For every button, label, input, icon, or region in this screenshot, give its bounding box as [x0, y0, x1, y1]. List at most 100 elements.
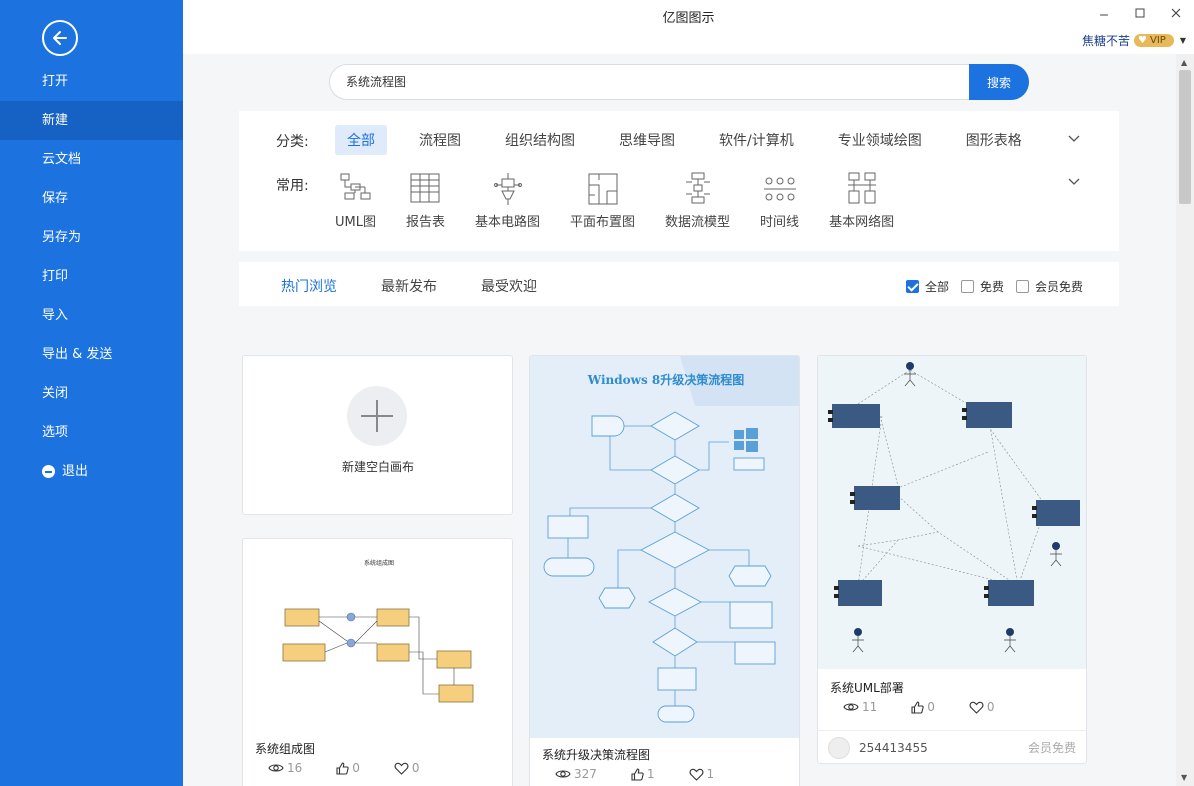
common-item-report[interactable]: 报告表	[406, 171, 445, 230]
template-title: 系统组成图	[255, 742, 316, 756]
menu-item-options[interactable]: 选项	[42, 425, 69, 440]
scroll-down-icon[interactable]: ▼	[1181, 773, 1188, 782]
floor-plan-icon	[588, 173, 618, 205]
sort-bar: 热门浏览 最新发布 最受欢迎 全部 免费 会员免费	[239, 262, 1119, 306]
template-title: 系统UML部署	[830, 681, 904, 695]
template-title: 系统升级决策流程图	[542, 748, 651, 762]
likes-stat[interactable]: 0	[336, 761, 360, 775]
checkbox[interactable]	[960, 280, 974, 293]
search-input[interactable]	[346, 74, 946, 88]
file-menu: 打开 新建 云文档 保存 另存为 打印 导入 导出 & 发送 关闭 选项 退出	[0, 62, 183, 491]
template-stats: 327 1 1	[555, 767, 714, 781]
category-tab-software[interactable]: 软件/计算机	[719, 133, 794, 149]
network-icon	[847, 172, 876, 204]
avatar[interactable]	[828, 736, 850, 759]
data-flow-icon	[685, 172, 710, 204]
checkbox-checked[interactable]	[905, 280, 919, 293]
template-thumbnail: 系统组成图	[282, 559, 474, 703]
common-item-data-flow[interactable]: 数据流模型	[665, 171, 730, 230]
heart-icon	[394, 762, 409, 775]
likes-stat[interactable]: 1	[631, 767, 655, 781]
menu-item-cloud-docs[interactable]: 云文档	[42, 152, 82, 167]
exit-icon	[42, 465, 55, 478]
close-icon[interactable]	[1168, 4, 1184, 22]
category-tab-tables[interactable]: 图形表格	[965, 133, 1022, 149]
new-blank-label: 新建空白画布	[341, 460, 414, 474]
common-item-timeline[interactable]: 时间线	[760, 171, 799, 230]
thumbs-up-icon	[631, 767, 644, 781]
menu-item-print[interactable]: 打印	[42, 269, 69, 284]
category-tab-professional[interactable]: 专业领域绘图	[837, 133, 922, 149]
timeline-icon	[763, 177, 796, 201]
menu-item-exit[interactable]: 退出	[0, 452, 183, 491]
menu-item-open[interactable]: 打开	[42, 74, 69, 89]
views-stat: 16	[268, 761, 302, 775]
menu-item-import[interactable]: 导入	[42, 308, 69, 323]
scroll-thumb[interactable]	[1179, 70, 1191, 204]
user-area[interactable]: 焦糖不苦 ♥VIP ▼	[1082, 32, 1186, 49]
category-tab-org-chart[interactable]: 组织结构图	[505, 133, 575, 149]
likes-stat[interactable]: 0	[911, 700, 935, 714]
eye-icon	[843, 703, 859, 711]
common-label: 常用:	[276, 178, 309, 194]
template-card[interactable]: 系统UML部署 11 0 0 254413455 会员免费	[817, 355, 1087, 764]
template-stats: 16 0 0	[268, 761, 420, 775]
sidebar: 打开 新建 云文档 保存 另存为 打印 导入 导出 & 发送 关闭 选项 退出	[0, 0, 183, 786]
scroll-up-icon[interactable]: ▲	[1181, 58, 1188, 67]
price-filters: 全部 免费 会员免费	[905, 278, 1083, 295]
common-item-uml[interactable]: UML图	[335, 171, 376, 230]
heart-icon	[969, 701, 984, 714]
search-button[interactable]: 搜索	[969, 64, 1029, 100]
author-row: 254413455 会员免费	[818, 730, 1086, 763]
search-box: 搜索	[329, 64, 1029, 100]
sort-tab-hot[interactable]: 热门浏览	[281, 279, 337, 295]
favorites-stat[interactable]: 0	[969, 700, 995, 714]
svg-text:系统组成图: 系统组成图	[364, 559, 394, 567]
thumbs-up-icon	[336, 761, 349, 775]
favorites-stat[interactable]: 0	[394, 761, 420, 775]
menu-item-save[interactable]: 保存	[42, 191, 69, 206]
category-tab-all[interactable]: 全部	[335, 125, 387, 155]
new-blank-canvas-card[interactable]: 新建空白画布	[242, 355, 513, 515]
template-card[interactable]: Windows 8升级决策流程图	[529, 355, 800, 786]
filter-all-checkbox[interactable]: 全部	[905, 278, 949, 295]
vertical-scrollbar[interactable]: ▲ ▼	[1176, 54, 1194, 786]
minimize-icon[interactable]	[1096, 4, 1112, 22]
chevron-down-icon[interactable]	[1067, 175, 1081, 189]
filter-free-checkbox[interactable]: 免费	[960, 278, 1004, 295]
category-tab-flowchart[interactable]: 流程图	[419, 133, 461, 149]
menu-item-close[interactable]: 关闭	[42, 386, 69, 401]
checkbox[interactable]	[1015, 280, 1029, 293]
heart-icon	[689, 768, 704, 781]
sort-tab-latest[interactable]: 最新发布	[381, 279, 437, 295]
common-item-floor-plan[interactable]: 平面布置图	[570, 171, 635, 230]
author-name[interactable]: 254413455	[859, 740, 928, 755]
favorites-stat[interactable]: 1	[689, 767, 714, 781]
plus-icon	[347, 386, 407, 446]
common-item-circuit[interactable]: 基本电路图	[475, 171, 540, 230]
template-stats: 11 0 0	[843, 700, 995, 714]
title-bar: 亿图图示 焦糖不苦 ♥VIP ▼	[183, 0, 1194, 54]
filter-panel: 分类: 全部 流程图 组织结构图 思维导图 软件/计算机 专业领域绘图 图形表格…	[239, 111, 1119, 251]
template-thumbnail: Windows 8升级决策流程图	[530, 356, 799, 738]
app-title: 亿图图示	[662, 11, 715, 26]
chevron-down-icon[interactable]: ▼	[1179, 36, 1186, 45]
common-item-network[interactable]: 基本网络图	[829, 171, 894, 230]
vip-badge: ♥VIP	[1134, 34, 1174, 47]
category-tab-mind-map[interactable]: 思维导图	[619, 133, 675, 149]
chevron-down-icon[interactable]	[1067, 132, 1081, 146]
menu-item-new[interactable]: 新建	[0, 101, 183, 140]
circuit-icon	[493, 173, 522, 205]
maximize-icon[interactable]	[1132, 4, 1148, 22]
vip-heart-icon: ♥	[1138, 35, 1148, 46]
window-controls	[1096, 4, 1184, 22]
filter-member-free-checkbox[interactable]: 会员免费	[1015, 278, 1083, 295]
menu-item-save-as[interactable]: 另存为	[42, 230, 82, 245]
sort-tab-popular[interactable]: 最受欢迎	[481, 279, 537, 295]
template-thumbnail	[818, 356, 1086, 669]
category-tabs: 全部 流程图 组织结构图 思维导图 软件/计算机 专业领域绘图 图形表格	[335, 125, 1054, 155]
views-stat: 11	[843, 700, 877, 714]
menu-item-export-send[interactable]: 导出 & 发送	[42, 347, 113, 362]
template-card[interactable]: 系统组成图 系统组成图 16 0 0	[242, 538, 513, 786]
back-arrow-icon[interactable]	[42, 20, 78, 56]
